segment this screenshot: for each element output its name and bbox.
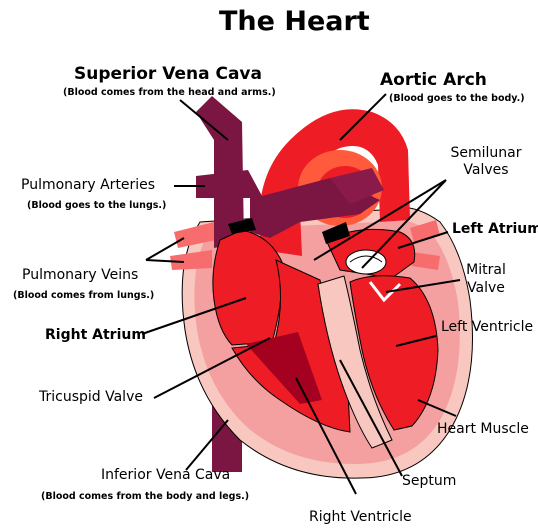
label-pulmonary-veins: Pulmonary Veins (22, 268, 138, 282)
label-semilunar-line2: Valves (436, 163, 536, 177)
label-left-atrium: Left Atrium (452, 222, 538, 236)
label-mitral-line1: Mitral (446, 263, 526, 277)
label-left-ventricle: Left Ventricle (441, 320, 533, 334)
label-inferior-vena-cava: Inferior Vena Cava (101, 468, 230, 482)
label-heart-muscle: Heart Muscle (437, 422, 529, 436)
label-right-atrium: Right Atrium (45, 328, 146, 342)
label-superior-vena-cava: Superior Vena Cava (74, 66, 262, 83)
label-mitral-line2: Valve (446, 281, 526, 295)
note-superior-vena-cava: (Blood comes from the head and arms.) (63, 88, 276, 98)
semilunar-valve-disc (346, 250, 386, 274)
label-tricuspid-valve: Tricuspid Valve (39, 390, 143, 404)
note-aortic-arch: (Blood goes to the body.) (389, 94, 525, 104)
label-aortic-arch: Aortic Arch (380, 72, 487, 89)
note-pulmonary-arteries: (Blood goes to the lungs.) (27, 201, 166, 211)
label-right-ventricle: Right Ventricle (309, 510, 412, 524)
note-inferior-vena-cava: (Blood comes from the body and legs.) (41, 492, 249, 502)
note-pulmonary-veins: (Blood comes from lungs.) (13, 291, 154, 301)
label-pulmonary-arteries: Pulmonary Arteries (21, 178, 155, 192)
label-semilunar-line1: Semilunar (436, 146, 536, 160)
pulmonary-vein-lower (170, 250, 212, 270)
right-atrium-chamber (213, 230, 282, 345)
label-septum: Septum (402, 474, 456, 488)
page-title: The Heart (219, 8, 370, 35)
